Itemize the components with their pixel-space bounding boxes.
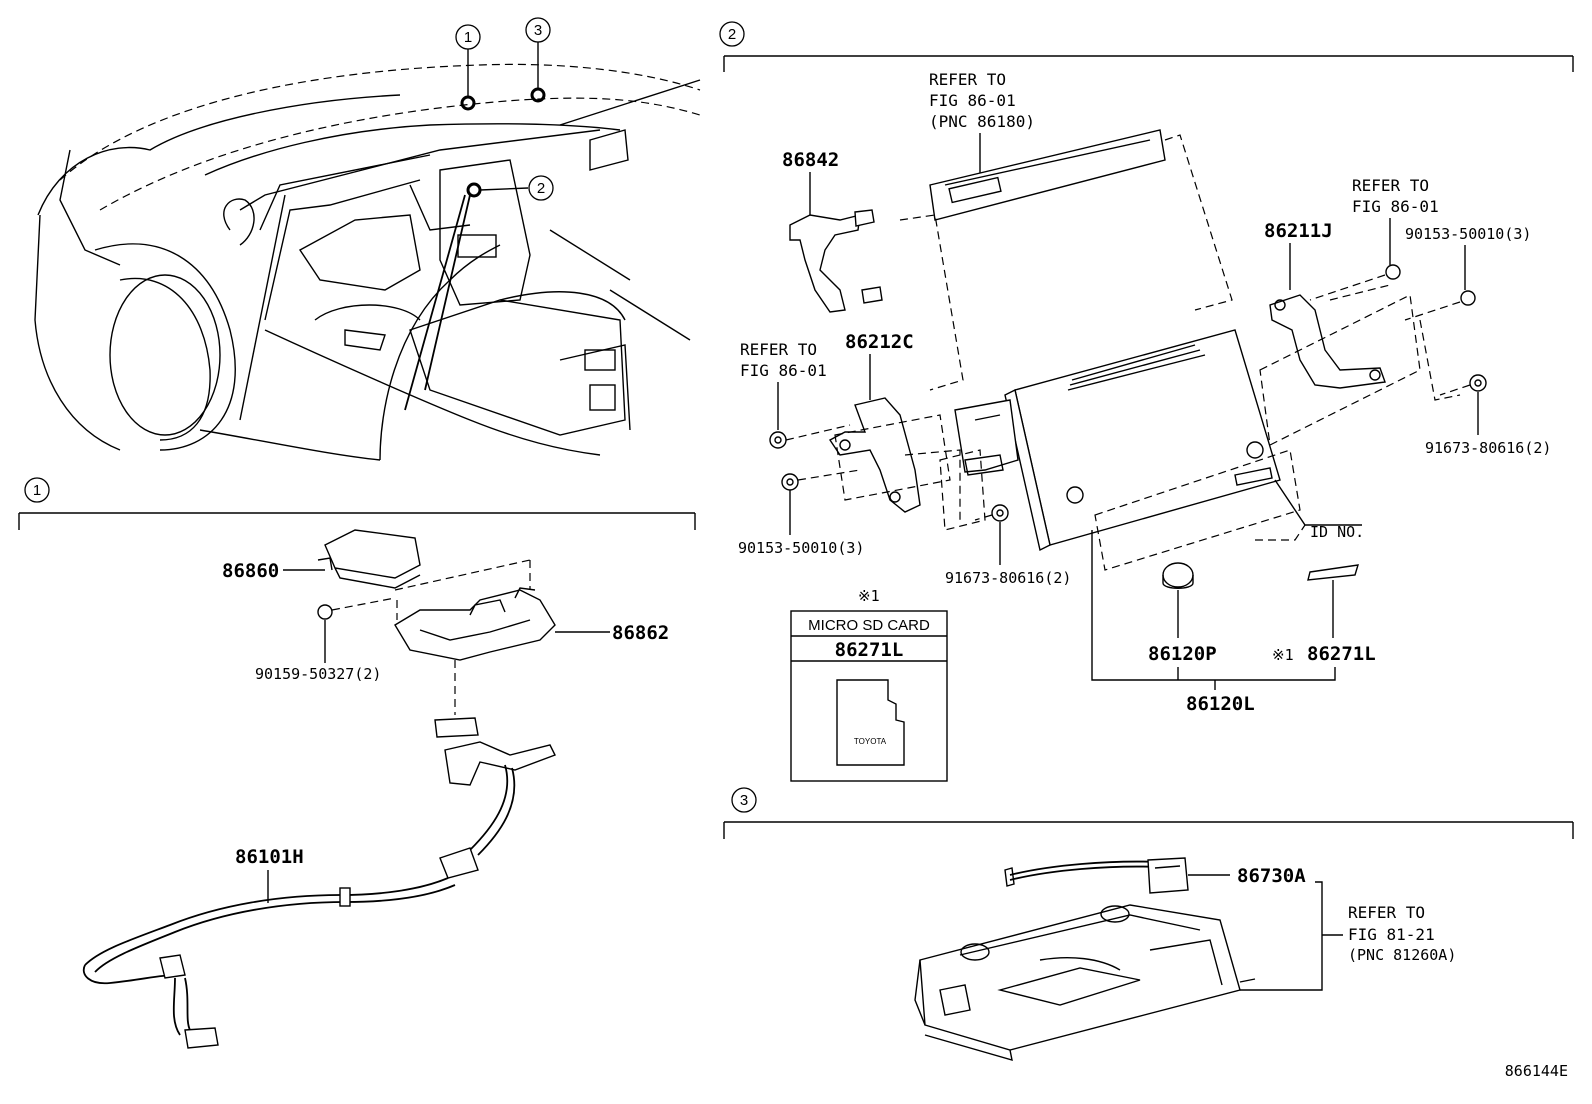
micro-sd-card-box: ※1 MICRO SD CARD 86271L TOYOTA bbox=[790, 587, 948, 782]
svg-text:86120P: 86120P bbox=[1148, 643, 1217, 665]
bracket-86211J: 86211J bbox=[1259, 220, 1461, 446]
svg-text:90153-50010(3): 90153-50010(3) bbox=[1405, 225, 1531, 243]
section-3-header: 3 bbox=[723, 787, 1574, 839]
svg-text:FIG 81-21: FIG 81-21 bbox=[1348, 925, 1435, 944]
svg-text:MICRO SD CARD: MICRO SD CARD bbox=[808, 617, 930, 634]
screw-right-mid: 90153-50010(3) bbox=[1404, 225, 1531, 321]
diagram-id: 866144E bbox=[1505, 1062, 1568, 1080]
svg-text:86271L: 86271L bbox=[835, 639, 904, 661]
bracket-86842: 86842 bbox=[782, 149, 883, 313]
svg-text:3: 3 bbox=[740, 792, 748, 809]
section-2-header: 2 bbox=[719, 21, 1574, 72]
screw-left-upper bbox=[769, 424, 851, 449]
refer-right: REFER TO FIG 86-01 bbox=[1352, 176, 1439, 265]
svg-text:91673-80616(2): 91673-80616(2) bbox=[1425, 439, 1551, 457]
svg-text:1: 1 bbox=[33, 482, 41, 499]
card-86271L: ※1 86271L bbox=[1272, 564, 1376, 665]
svg-text:90159-50327(2): 90159-50327(2) bbox=[255, 665, 381, 683]
vehicle-overview bbox=[34, 63, 701, 461]
svg-text:1: 1 bbox=[464, 29, 472, 46]
svg-text:86842: 86842 bbox=[782, 149, 839, 171]
svg-text:FIG 86-01: FIG 86-01 bbox=[740, 361, 827, 380]
svg-text:(PNC 81260A): (PNC 81260A) bbox=[1348, 946, 1456, 964]
callout-3-top[interactable]: 3 bbox=[525, 17, 551, 43]
callout-2-top[interactable]: 2 bbox=[528, 175, 554, 201]
svg-text:91673-80616(2): 91673-80616(2) bbox=[945, 569, 1071, 587]
svg-text:(PNC 86180): (PNC 86180) bbox=[929, 112, 1035, 131]
svg-text:REFER TO: REFER TO bbox=[1352, 176, 1429, 195]
svg-text:※1: ※1 bbox=[858, 587, 880, 605]
svg-text:86862: 86862 bbox=[612, 622, 669, 644]
screw-90159: 90159-50327(2) bbox=[255, 597, 396, 683]
svg-text:2: 2 bbox=[728, 26, 736, 43]
wire-86730A: 86730A bbox=[1004, 857, 1306, 894]
location-markers bbox=[460, 42, 546, 198]
roof-console bbox=[914, 881, 1323, 1061]
callout-1-top[interactable]: 1 bbox=[455, 24, 481, 50]
svg-text:REFER TO: REFER TO bbox=[740, 340, 817, 359]
assembly-86120L: 86120L bbox=[1091, 530, 1336, 715]
svg-text:86120L: 86120L bbox=[1186, 693, 1255, 715]
svg-text:90153-50010(3): 90153-50010(3) bbox=[738, 539, 864, 557]
svg-text:86860: 86860 bbox=[222, 560, 279, 582]
svg-text:2: 2 bbox=[537, 180, 545, 197]
svg-text:86271L: 86271L bbox=[1307, 643, 1376, 665]
harness-86101H: 86101H bbox=[82, 660, 556, 1049]
svg-text:3: 3 bbox=[534, 22, 542, 39]
refer-left: REFER TO FIG 86-01 bbox=[740, 340, 827, 430]
svg-text:ID NO.: ID NO. bbox=[1310, 523, 1364, 541]
svg-text:FIG 86-01: FIG 86-01 bbox=[1352, 197, 1439, 216]
svg-text:86730A: 86730A bbox=[1237, 865, 1306, 887]
svg-text:REFER TO: REFER TO bbox=[1348, 903, 1425, 922]
screw-left-lower: 90153-50010(3) bbox=[738, 469, 864, 557]
bracket-86862: 86862 bbox=[394, 560, 669, 661]
display-unit bbox=[939, 329, 1306, 571]
refer-roof: REFER TO FIG 81-21 (PNC 81260A) bbox=[1322, 903, 1456, 964]
bracket-86212C: 86212C bbox=[828, 331, 961, 520]
svg-text:FIG 86-01: FIG 86-01 bbox=[929, 91, 1016, 110]
svg-text:TOYOTA: TOYOTA bbox=[854, 737, 887, 746]
svg-text:REFER TO: REFER TO bbox=[929, 70, 1006, 89]
refer-top: REFER TO FIG 86-01 (PNC 86180) bbox=[929, 70, 1035, 178]
screw-center-bottom: 91673-80616(2) bbox=[945, 504, 1071, 587]
module-86860: 86860 bbox=[222, 529, 531, 591]
screw-right-upper bbox=[1309, 264, 1401, 301]
top-board bbox=[899, 129, 1233, 391]
screw-right-lower: 91673-80616(2) bbox=[1425, 374, 1551, 457]
svg-text:86101H: 86101H bbox=[235, 846, 304, 868]
svg-text:※1: ※1 bbox=[1272, 646, 1294, 664]
svg-text:86212C: 86212C bbox=[845, 331, 914, 353]
svg-text:86211J: 86211J bbox=[1264, 220, 1333, 242]
section-1-header: 1 bbox=[18, 477, 696, 530]
id-no-label: ID NO. bbox=[1274, 479, 1364, 541]
knob-86120P: 86120P bbox=[1148, 562, 1217, 665]
